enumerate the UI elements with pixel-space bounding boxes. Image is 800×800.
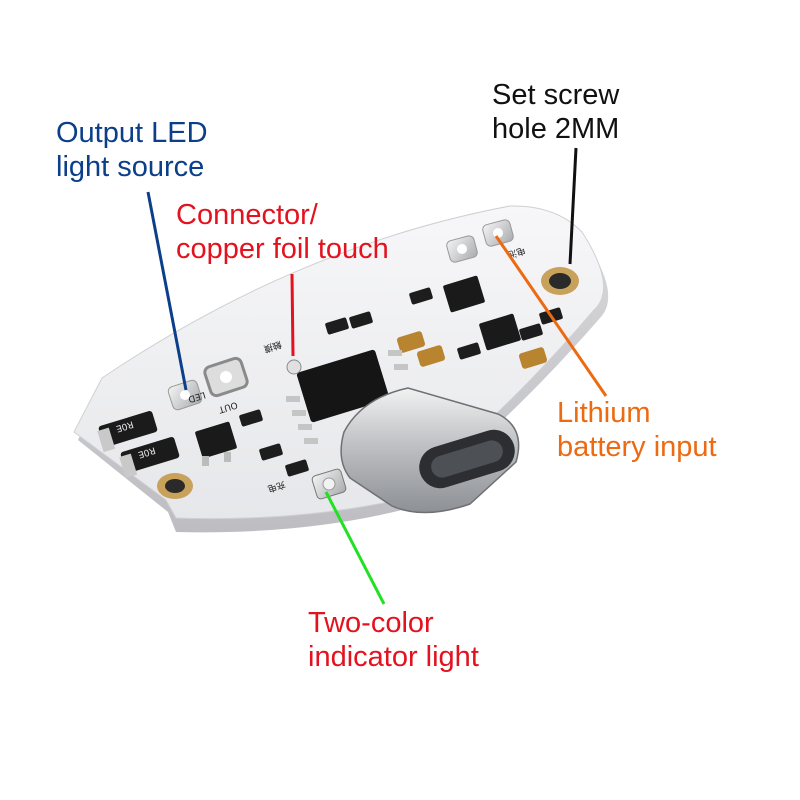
pointer-set-screw bbox=[568, 147, 578, 265]
mounting-hole-left bbox=[157, 473, 193, 499]
transistor-left bbox=[195, 421, 237, 466]
usb-c-connector bbox=[340, 387, 520, 514]
pointer-connector bbox=[290, 273, 295, 357]
label-set-screw-line2: hole 2MM bbox=[492, 113, 620, 145]
label-output-led-line1: Output LED bbox=[56, 117, 208, 149]
label-lithium-battery: Lithium battery input bbox=[557, 396, 717, 464]
label-lithium-line1: Lithium bbox=[557, 397, 651, 429]
pointer-indicator bbox=[324, 491, 386, 605]
capacitors bbox=[396, 331, 548, 369]
pointer-output-led bbox=[146, 191, 188, 391]
label-output-led-line2: light source bbox=[56, 151, 205, 183]
label-set-screw: Set screw hole 2MM bbox=[492, 78, 619, 146]
passive-components bbox=[239, 287, 563, 477]
label-connector-line1: Connector/ bbox=[176, 199, 318, 231]
label-indicator-light: Two-color indicator light bbox=[308, 606, 479, 674]
label-set-screw-line1: Set screw bbox=[492, 79, 620, 111]
label-output-led: Output LED light source bbox=[56, 116, 208, 184]
label-indicator-line1: Two-color bbox=[308, 607, 434, 639]
resistor-r0e-2 bbox=[119, 437, 180, 479]
label-connector: Connector/ copper foil touch bbox=[176, 198, 389, 266]
pointer-lithium bbox=[494, 235, 608, 397]
led-output-pads bbox=[167, 356, 249, 411]
ic-chip bbox=[286, 349, 408, 444]
indicator-led bbox=[311, 468, 347, 500]
touch-pad bbox=[286, 359, 302, 375]
transistor-upper bbox=[443, 275, 485, 313]
transistor-right bbox=[479, 313, 521, 351]
resistor-r0e-1 bbox=[97, 411, 158, 453]
label-indicator-line2: indicator light bbox=[308, 641, 479, 673]
label-lithium-line2: battery input bbox=[557, 431, 717, 463]
mounting-hole-right bbox=[541, 267, 579, 295]
label-connector-line2: copper foil touch bbox=[176, 233, 389, 265]
silk-led-label: LED bbox=[187, 389, 207, 404]
battery-pads bbox=[446, 219, 514, 263]
